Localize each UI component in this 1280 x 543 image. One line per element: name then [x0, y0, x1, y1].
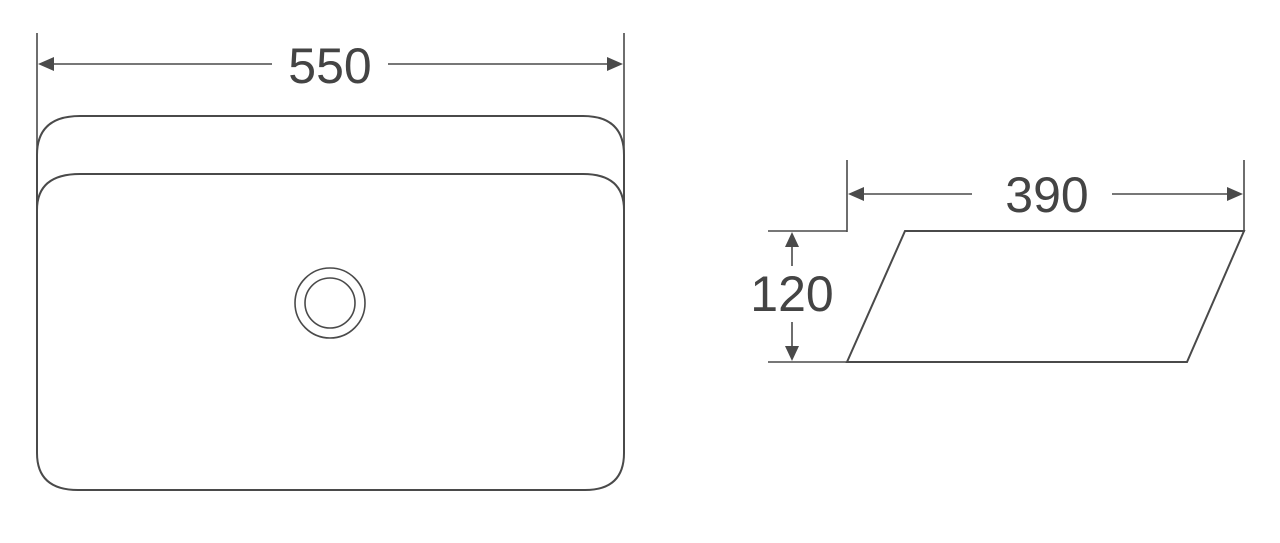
depth-arrow-right — [1227, 187, 1243, 201]
top-view: 550 — [36, 33, 625, 491]
height-arrow-bottom — [785, 346, 799, 361]
basin-side-profile — [845, 230, 1246, 363]
height-arrow-top — [785, 232, 799, 247]
depth-arrow-left — [848, 187, 864, 201]
drain-outer-ring — [294, 267, 366, 339]
width-label: 550 — [288, 38, 371, 94]
drain-inner-ring — [304, 277, 356, 329]
width-arrow-right — [607, 57, 623, 71]
depth-label: 390 — [1005, 167, 1088, 223]
width-arrow-left — [38, 57, 54, 71]
side-view: 390 120 — [750, 160, 1246, 363]
basin-outline — [36, 173, 625, 491]
height-label: 120 — [750, 266, 833, 322]
basin-back-rim — [36, 115, 625, 210]
